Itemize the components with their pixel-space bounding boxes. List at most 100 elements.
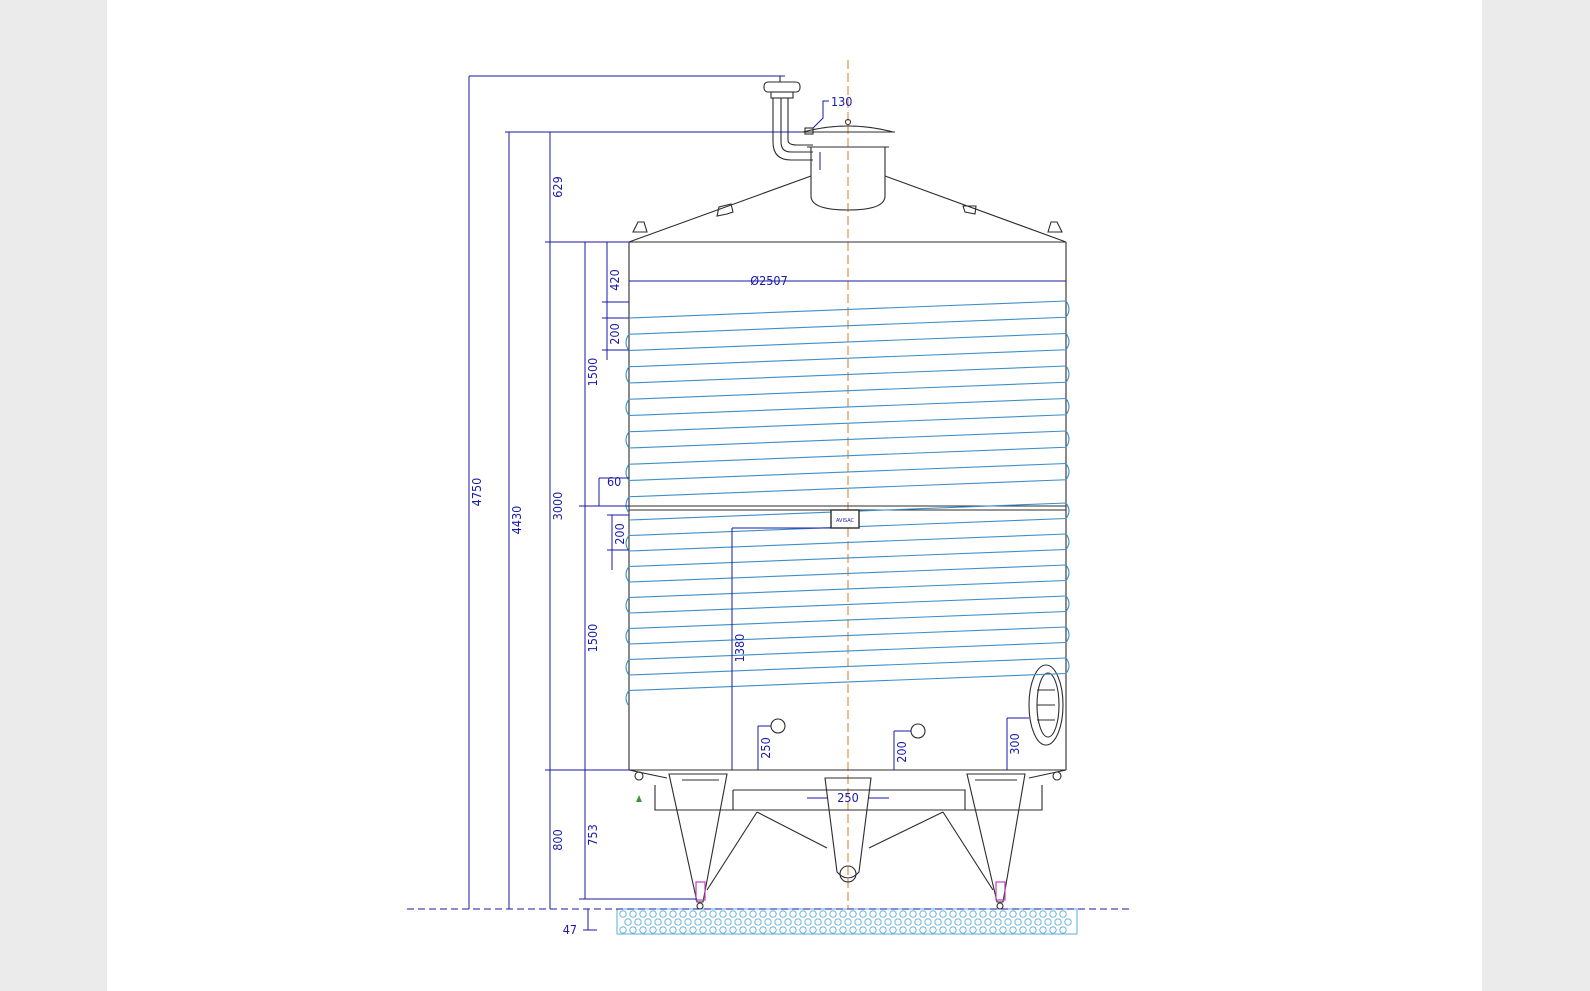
concrete-aggregate [634,918,642,926]
concrete-aggregate [919,910,927,918]
concrete-aggregate [1004,918,1012,926]
concrete-aggregate [749,926,757,934]
concrete-aggregate [914,918,922,926]
dim-coil-pitch-upper: 200 [607,323,622,344]
concrete-aggregate [624,918,632,926]
concrete-aggregate [639,910,647,918]
concrete-aggregate [819,926,827,934]
concrete-aggregate [779,926,787,934]
drawing-sheet: AVISAC [107,0,1482,991]
coil-turn [625,462,1070,514]
coil-turn [625,657,1070,707]
concrete-aggregate [669,910,677,918]
coil-turn [625,332,1070,384]
concrete-aggregate [1014,918,1022,926]
concrete-aggregate [769,926,777,934]
concrete-aggregate [879,910,887,918]
dim-nameplate-height: 1380 [732,634,747,663]
concrete-aggregate [969,926,977,934]
concrete-aggregate [849,910,857,918]
concrete-aggregate [764,918,772,926]
concrete-aggregate [849,926,857,934]
dim-manway-height: 300 [1007,733,1022,754]
concrete-aggregate [859,926,867,934]
concrete-aggregate [959,910,967,918]
concrete-aggregate [664,918,672,926]
concrete-aggregate [909,926,917,934]
concrete-aggregate [1029,910,1037,918]
dimension-labels: 4750 4430 3000 629 800 1500 1500 753 420… [469,94,1022,937]
concrete-aggregate [789,910,797,918]
concrete-aggregate [909,910,917,918]
concrete-aggregate [1064,918,1072,926]
concrete-aggregate [684,918,692,926]
concrete-aggregate [769,910,777,918]
concrete-aggregate [974,918,982,926]
dim-diameter: Ø2507 [750,273,787,288]
concrete-aggregate [619,910,627,918]
concrete-aggregate [619,926,627,934]
concrete-aggregate [1029,926,1037,934]
concrete-aggregate [899,926,907,934]
concrete-aggregate [839,910,847,918]
concrete-aggregate [719,910,727,918]
concrete-aggregate [639,926,647,934]
concrete-aggregate [1059,910,1067,918]
concrete-aggregate [939,926,947,934]
concrete-aggregate [979,910,987,918]
concrete-aggregate [799,926,807,934]
concrete-aggregate [779,910,787,918]
concrete-aggregate [799,910,807,918]
concrete-aggregate [759,926,767,934]
coil-turn [625,533,1070,583]
concrete-aggregate [939,910,947,918]
concrete-aggregate [1009,926,1017,934]
concrete-aggregate [794,918,802,926]
dim-outlet-height-right: 200 [894,741,909,762]
concrete-aggregate [989,910,997,918]
tank-technical-drawing: AVISAC [407,60,1132,937]
concrete-aggregate [889,926,897,934]
concrete-aggregate [1019,910,1027,918]
concrete-floor [616,908,1078,935]
concrete-aggregate [879,926,887,934]
concrete-aggregate [659,910,667,918]
concrete-aggregate [644,918,652,926]
concrete-aggregate [864,918,872,926]
coil-turn [625,430,1070,481]
dim-lid-height: 4430 [509,506,524,535]
nameplate-label: AVISAC [836,518,855,524]
concrete-aggregate [759,910,767,918]
dim-jacket-gap: 60 [607,474,621,489]
dim-floor-offset: 47 [563,922,577,937]
coil-turn [625,300,1070,351]
concrete-aggregate [994,918,1002,926]
dim-upper-jacket: 1500 [585,358,600,387]
concrete-aggregate [804,918,812,926]
concrete-aggregate [1044,918,1052,926]
concrete-aggregate [999,926,1007,934]
tank-body [628,75,1067,910]
concrete-aggregate [814,918,822,926]
dim-coil-pitch-lower: 200 [612,523,627,544]
concrete-aggregate [699,926,707,934]
concrete-aggregate [674,918,682,926]
concrete-aggregate [929,910,937,918]
coil-turn [625,626,1070,676]
concrete-aggregate [829,910,837,918]
dim-lower-jacket: 1500 [585,624,600,653]
dimension-lines [468,75,1066,931]
concrete-aggregate [874,918,882,926]
concrete-aggregate [774,918,782,926]
concrete-aggregate [844,918,852,926]
concrete-aggregate [924,918,932,926]
concrete-aggregate [739,910,747,918]
concrete-aggregate [749,910,757,918]
dim-outlet-height-left: 250 [758,737,773,758]
concrete-aggregate [899,910,907,918]
concrete-aggregate [1039,910,1047,918]
concrete-aggregate [1034,918,1042,926]
concrete-aggregate [679,910,687,918]
concrete-aggregate [649,910,657,918]
concrete-aggregate [989,926,997,934]
